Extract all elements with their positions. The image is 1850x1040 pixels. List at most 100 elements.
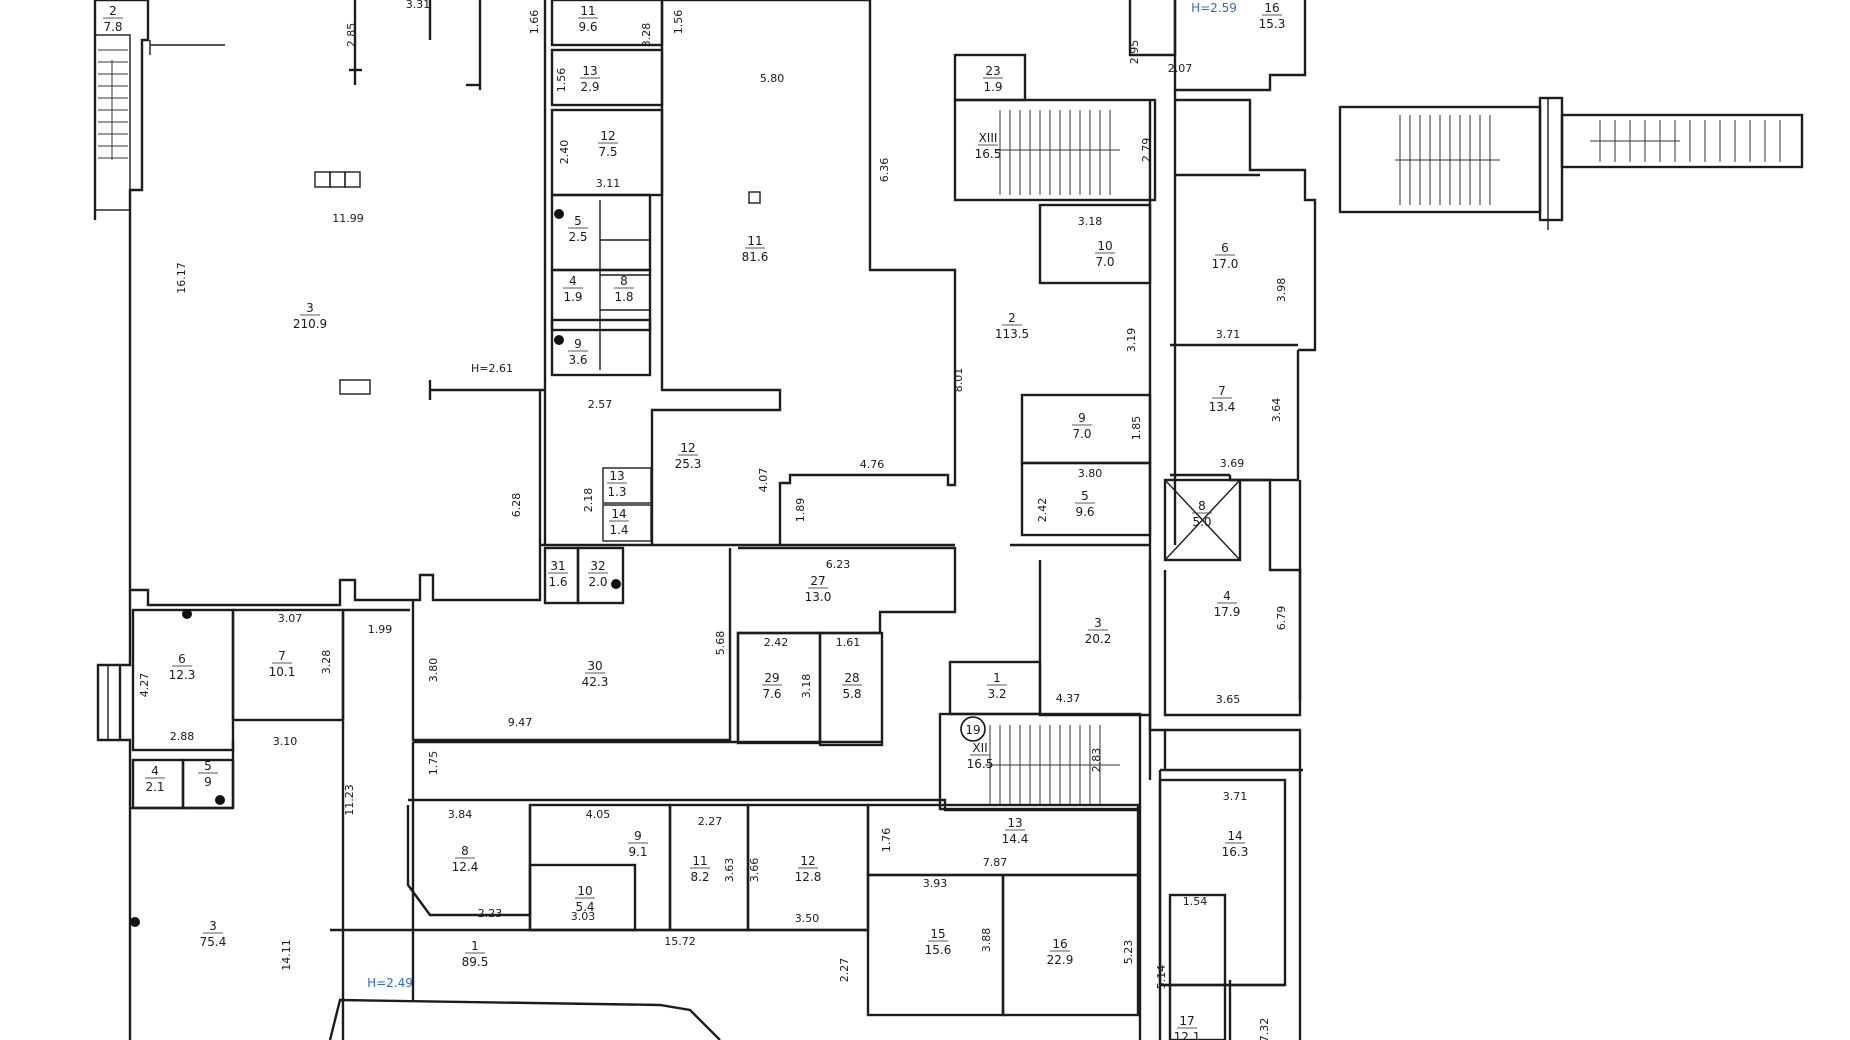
room-number: 4 xyxy=(569,274,577,288)
room-number: 1 xyxy=(471,939,479,953)
room-area: 2.1 xyxy=(145,780,164,794)
room-label: 85.0 xyxy=(1192,499,1212,529)
dimension-label: 1.61 xyxy=(836,636,861,649)
room-label: 375.4 xyxy=(200,919,227,949)
dimension-label: 2.18 xyxy=(582,488,595,513)
room-area: 210.9 xyxy=(293,317,327,331)
outer-wall xyxy=(93,0,542,607)
dimension-label: H=2.49 xyxy=(367,976,413,990)
dimension-label: 3.64 xyxy=(1270,398,1283,423)
room-label: 285.8 xyxy=(842,671,862,701)
room-number: 30 xyxy=(587,659,602,673)
room-label: 93.6 xyxy=(568,337,588,367)
room-area: 75.4 xyxy=(200,935,227,949)
room-area: 113.5 xyxy=(995,327,1029,341)
room-label: 141.4 xyxy=(609,507,629,537)
room-area: 15.3 xyxy=(1259,17,1286,31)
dimension-label: 3.07 xyxy=(278,612,303,625)
toilet-icon xyxy=(554,209,564,219)
dimension-label: 3.80 xyxy=(427,658,440,683)
room-number: 16 xyxy=(1264,1,1279,15)
room-area: 2.9 xyxy=(580,80,599,94)
room-11-big-wall xyxy=(660,0,957,545)
stair-marker-label: 19 xyxy=(965,723,980,737)
room-number: 5 xyxy=(204,759,212,773)
dimension-labels: 3.312.851.663.281.565.801.562.403.1111.9… xyxy=(138,0,1288,1040)
dimension-label: 3.03 xyxy=(571,910,596,923)
dimension-label: 11.99 xyxy=(332,212,364,225)
room-number: XIII xyxy=(979,131,998,145)
dimension-label: 3.93 xyxy=(923,877,948,890)
room-label: 617.0 xyxy=(1212,241,1239,271)
stair-xiii xyxy=(995,110,1120,195)
dimension-label: 2.83 xyxy=(1090,748,1103,773)
outer-wall-left-lower xyxy=(118,590,132,1040)
stair-marker-circle xyxy=(960,716,986,742)
dimension-label: 1.54 xyxy=(1183,895,1208,908)
dimension-label: 3.71 xyxy=(1216,328,1241,341)
dimension-label: H=2.61 xyxy=(471,362,513,375)
room-number: 29 xyxy=(764,671,779,685)
dimension-label: 5.80 xyxy=(760,72,785,85)
dimension-label: 4.05 xyxy=(586,808,611,821)
room-area: 22.9 xyxy=(1047,953,1074,967)
room-number: 3 xyxy=(1094,616,1102,630)
room-label: 713.4 xyxy=(1209,384,1236,414)
room-number: 13 xyxy=(1007,816,1022,830)
room-area: 10.1 xyxy=(269,665,296,679)
room-area: 5.0 xyxy=(1192,515,1211,529)
room-label: 27.8 xyxy=(103,4,123,34)
dimension-label: 1.56 xyxy=(672,10,685,35)
dimension-label: 4.37 xyxy=(1056,692,1081,705)
room-label: 107.0 xyxy=(1095,239,1115,269)
room-number: 2 xyxy=(1008,311,1016,325)
room-area: 17.9 xyxy=(1214,605,1241,619)
room-number: 11 xyxy=(580,4,595,18)
room-number: 9 xyxy=(574,337,582,351)
room-number: 9 xyxy=(634,829,642,843)
room-number: 11 xyxy=(747,234,762,248)
room-number: 8 xyxy=(1198,499,1206,513)
room-label: 231.9 xyxy=(983,64,1003,94)
toilet-icon xyxy=(182,609,192,619)
room-area: 1.3 xyxy=(607,485,626,499)
room-area: 12.4 xyxy=(452,860,479,874)
dimension-label: 1.56 xyxy=(555,68,568,93)
dimension-label: 5.23 xyxy=(1122,940,1135,965)
dimension-label: 2.79 xyxy=(1140,138,1153,163)
room-area: 7.8 xyxy=(103,20,122,34)
room-label: 42.1 xyxy=(145,764,165,794)
dimension-label: 6.23 xyxy=(826,558,851,571)
room-number: 27 xyxy=(810,574,825,588)
dimension-label: 2.27 xyxy=(838,958,851,983)
room-area: 3.6 xyxy=(568,353,587,367)
room-number: 10 xyxy=(577,884,592,898)
dimension-label: 3.71 xyxy=(1223,790,1248,803)
stair-right xyxy=(1395,115,1781,205)
room-number: 12 xyxy=(600,129,615,143)
dimension-label: 3.18 xyxy=(1078,215,1103,228)
dimension-label: 3.11 xyxy=(596,177,621,190)
room-area: 5.4 xyxy=(575,900,594,914)
fixtures xyxy=(130,171,761,927)
room-area: 1.8 xyxy=(614,290,633,304)
room-area: 16.3 xyxy=(1222,845,1249,859)
room-label: 612.3 xyxy=(169,652,196,682)
room-label: 132.9 xyxy=(580,64,600,94)
column-icon xyxy=(329,171,346,188)
room-area: 2.0 xyxy=(588,575,607,589)
room-area: 1.4 xyxy=(609,523,628,537)
dimension-label: 3.66 xyxy=(748,858,761,883)
dimension-label: 3.31 xyxy=(406,0,431,11)
room-number: 6 xyxy=(1221,241,1229,255)
dimension-label: 1.76 xyxy=(880,828,893,853)
room-area: 13.0 xyxy=(805,590,832,604)
column-icon xyxy=(314,171,331,188)
room-label: 127.5 xyxy=(598,129,618,159)
room-label: 118.2 xyxy=(690,854,710,884)
room-number: 16 xyxy=(1052,937,1067,951)
